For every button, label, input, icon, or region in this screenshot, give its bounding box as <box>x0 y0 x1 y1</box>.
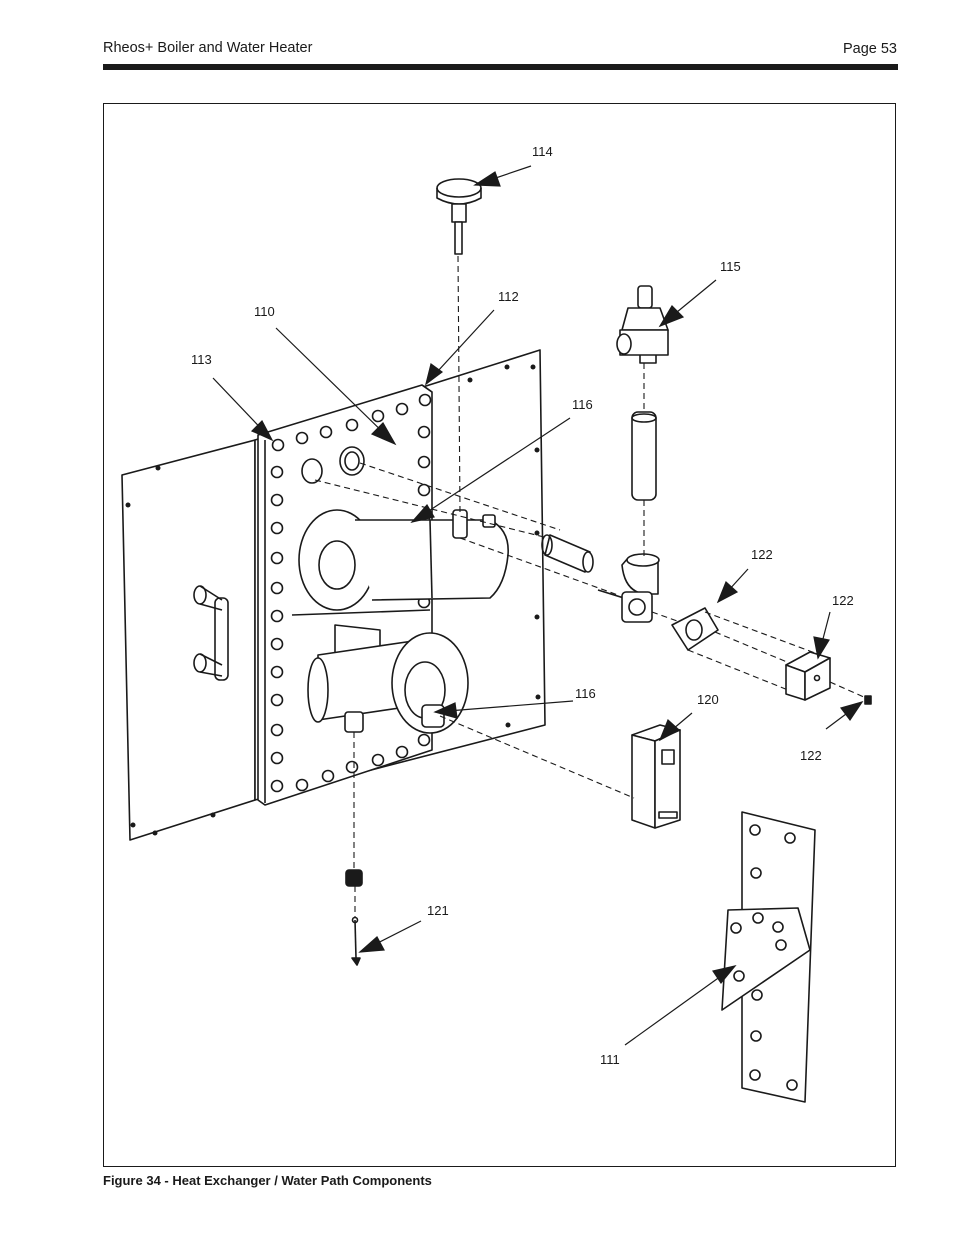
callout-120: 120 <box>697 692 719 707</box>
heat-exchanger-body <box>257 384 509 806</box>
callout-leaders <box>212 165 864 1046</box>
drain-probe <box>351 916 361 966</box>
figure-frame <box>103 103 896 1167</box>
sensor-well <box>597 589 653 623</box>
pipe-nipple <box>631 411 657 501</box>
callout-112: 112 <box>498 289 519 304</box>
document-title: Rheos+ Boiler and Water Heater <box>103 40 313 56</box>
sensor-cover <box>785 651 831 701</box>
callout-122-cover: 122 <box>832 593 854 608</box>
callout-110: 110 <box>254 304 275 319</box>
page-number: Page 53 <box>842 41 897 57</box>
header-rule <box>103 64 898 70</box>
pipe-elbow <box>621 553 660 595</box>
small-screw <box>864 695 872 705</box>
drain-cap <box>345 869 363 887</box>
plate-mounting-holes <box>125 364 541 836</box>
callout-113: 113 <box>191 352 212 367</box>
plate-handle <box>193 585 229 681</box>
callout-114: 114 <box>532 144 553 159</box>
callout-115: 115 <box>720 259 741 274</box>
relief-valve <box>616 285 669 364</box>
gasket-plate <box>671 607 719 651</box>
pipe-coupling <box>541 534 594 573</box>
callout-111: 111 <box>600 1052 620 1067</box>
temperature-control <box>631 724 681 829</box>
callout-116-lower: 116 <box>575 686 596 701</box>
figure-caption: Figure 34 - Heat Exchanger / Water Path … <box>103 1173 432 1188</box>
callout-122-gasket: 122 <box>751 547 773 562</box>
mounting-bracket <box>721 811 816 1103</box>
callout-122-screw: 122 <box>800 748 822 763</box>
thermometer-gauge <box>436 178 482 255</box>
callout-121: 121 <box>427 903 449 918</box>
callout-labels: 114 115 112 110 113 116 122 122 116 120 … <box>191 144 854 1067</box>
callout-116-upper: 116 <box>572 397 593 412</box>
